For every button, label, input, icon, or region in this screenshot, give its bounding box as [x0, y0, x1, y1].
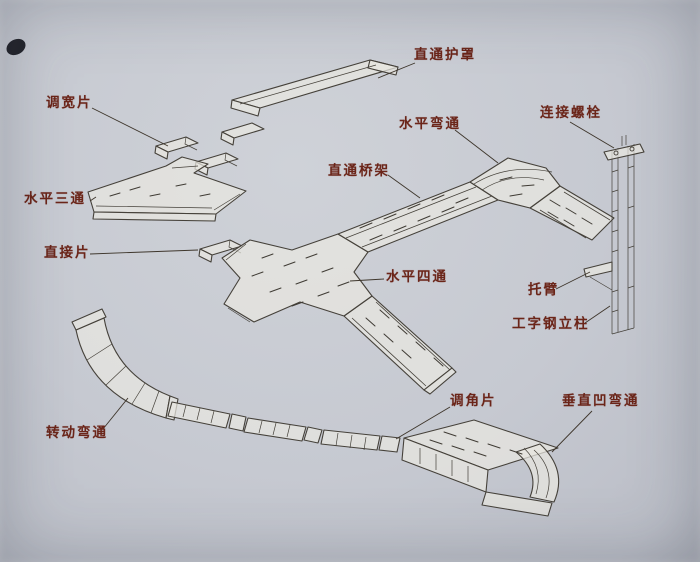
- label-connecting-bolt: 连接螺栓: [540, 105, 602, 120]
- label-straight-tray: 直通桥架: [328, 163, 390, 178]
- segment: [243, 417, 307, 442]
- ibeam-column-part: [611, 144, 635, 335]
- pin: [621, 135, 627, 146]
- label-horizontal-cross: 水平四通: [386, 269, 448, 284]
- leader-width-adjust: [91, 107, 169, 147]
- leader-bracket-arm: [555, 271, 591, 290]
- tray-chain-part: [167, 401, 381, 451]
- plate: [603, 143, 645, 161]
- web-ticks: [611, 165, 635, 313]
- face: [75, 317, 171, 419]
- rail: [539, 191, 611, 239]
- hatch: [547, 199, 593, 227]
- label-ibeam-column: 工字钢立柱: [512, 316, 590, 331]
- end-fold: [367, 59, 399, 76]
- label-bracket-arm: 托臂: [528, 282, 559, 297]
- curve-lines: [523, 447, 550, 499]
- crease: [239, 64, 377, 105]
- label-vertical-concave-bend: 垂直凹弯通: [562, 393, 640, 408]
- straight-tray-part: [337, 181, 499, 253]
- rail: [95, 165, 241, 211]
- hatch: [109, 183, 211, 197]
- end-flange: [423, 367, 457, 395]
- leader-rotating-bend: [102, 397, 129, 430]
- label-width-adjust: 调宽片: [46, 95, 93, 110]
- hatch: [359, 194, 469, 241]
- wall: [92, 211, 217, 222]
- leader-direct-piece: [89, 249, 199, 255]
- face: [469, 157, 561, 209]
- leader-straight-tray: [387, 174, 421, 199]
- front-hatch: [419, 448, 469, 482]
- branch-tray-part: [343, 295, 457, 395]
- rotating-bend-part: [71, 308, 179, 421]
- label-angle-piece: 调角片: [450, 393, 497, 408]
- leader-angle-piece: [395, 406, 451, 440]
- straight-cover-part: [220, 59, 399, 146]
- label-direct-piece: 直接片: [44, 245, 91, 260]
- face: [87, 156, 247, 215]
- curve-face: [515, 443, 560, 503]
- top-flange: [71, 308, 107, 331]
- edge: [184, 136, 198, 151]
- leader-horizontal-tee: [89, 196, 97, 202]
- edge: [224, 152, 238, 167]
- rungs: [86, 343, 160, 414]
- rail: [351, 301, 451, 387]
- bottom-cap: [611, 327, 635, 335]
- hatch: [429, 431, 523, 457]
- hatch: [499, 176, 535, 197]
- wall: [154, 145, 169, 160]
- vertical-concave-bend-part: [401, 419, 560, 517]
- arm: [583, 261, 613, 278]
- rungs: [335, 432, 367, 451]
- label-rotating-bend: 转动弯通: [46, 425, 108, 440]
- leader-horizontal-bend: [454, 129, 499, 164]
- lip: [230, 99, 261, 117]
- horizontal-tee-part: [87, 156, 247, 222]
- label-horizontal-bend: 水平弯通: [399, 116, 461, 131]
- face: [221, 233, 373, 323]
- leader-horizontal-cross: [349, 278, 385, 282]
- wedge: [228, 413, 247, 432]
- arc: [473, 168, 553, 191]
- wedge: [303, 426, 323, 444]
- leader-cover: [377, 62, 416, 79]
- face: [343, 295, 453, 391]
- small-strip-wall: [220, 131, 235, 146]
- segment: [167, 401, 231, 429]
- connecting-bolt-part: [603, 135, 645, 161]
- label-straight-cover: 直通护罩: [414, 47, 476, 62]
- leader-connecting-bolt: [569, 121, 615, 149]
- bracket-arm-part: [583, 261, 613, 291]
- gusset: [589, 276, 613, 291]
- wall: [198, 248, 213, 263]
- bolt-head: [613, 150, 619, 156]
- horizontal-bend-part: [469, 157, 561, 209]
- hatch: [365, 309, 444, 367]
- rungs: [258, 420, 291, 438]
- segment: [320, 429, 381, 451]
- end-edges: [225, 243, 251, 323]
- leader-lines: [89, 62, 615, 453]
- hatch: [251, 253, 350, 307]
- angle-piece-part: [378, 435, 401, 453]
- bolt-head: [629, 146, 635, 152]
- leader-vertical-concave-bend: [551, 410, 593, 453]
- wedge: [378, 435, 401, 453]
- rungs: [182, 404, 215, 424]
- bottom-flange: [481, 491, 553, 517]
- label-horizontal-tee: 水平三通: [24, 191, 86, 206]
- flange-lines: [611, 144, 635, 334]
- horizontal-cross-part: [221, 233, 373, 323]
- rail: [345, 186, 493, 248]
- leader-ibeam-column: [584, 305, 611, 324]
- face: [337, 181, 499, 253]
- ink-smudge: [6, 38, 26, 56]
